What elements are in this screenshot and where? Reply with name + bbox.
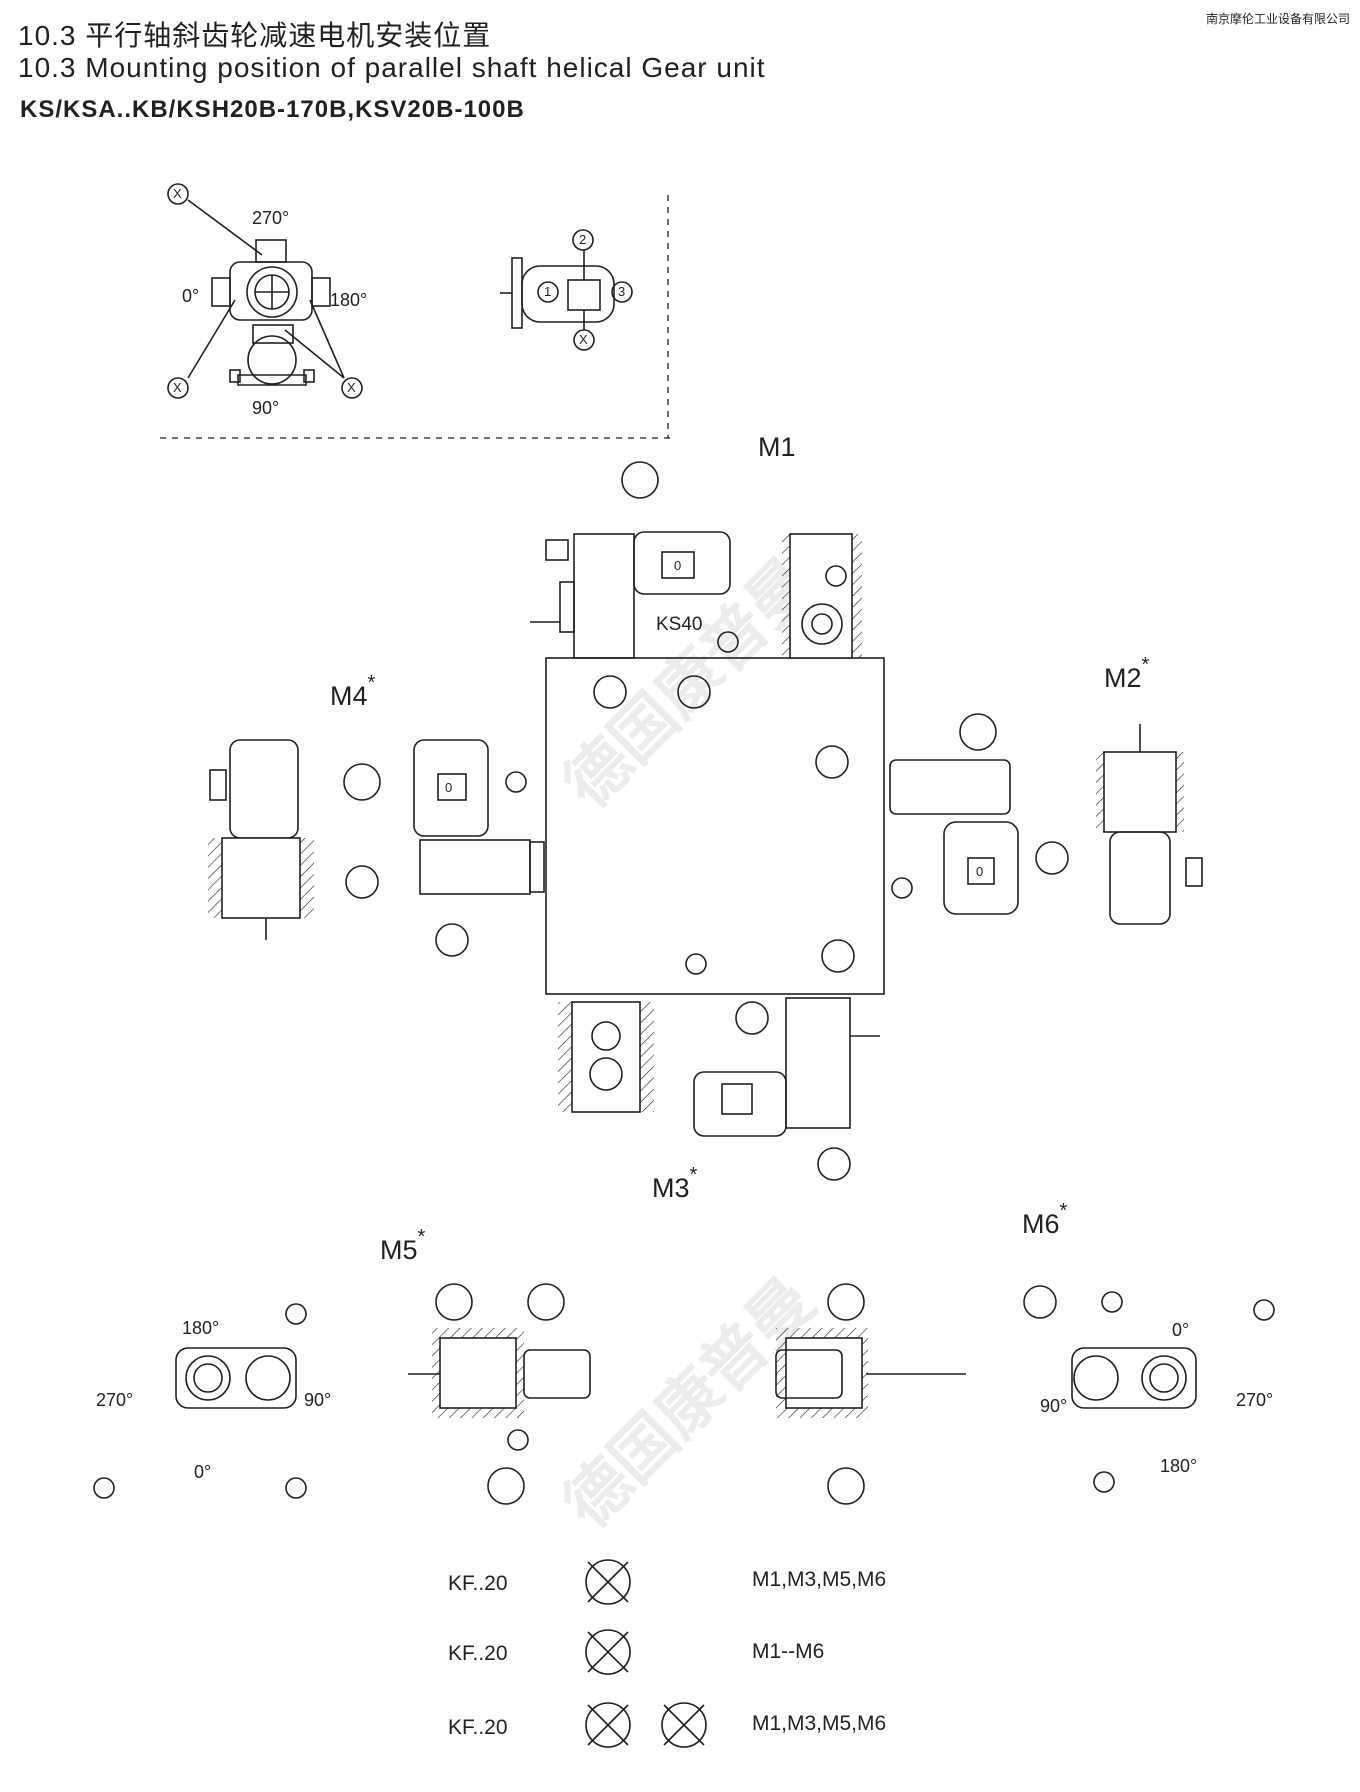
m3-gearmotor <box>558 939 880 1181</box>
legend-positions: M1--M6 <box>752 1640 825 1663</box>
position-m3-label: M3* <box>652 1164 698 1203</box>
terminal-side-view <box>500 229 633 351</box>
angle-270-label: 270° <box>252 208 290 228</box>
m6-angle-0: 0° <box>1172 1320 1190 1340</box>
legend-symbols <box>585 1559 707 1748</box>
position-m4-label: M4* <box>330 672 376 711</box>
title-english: 10.3 Mounting position of parallel shaft… <box>18 52 766 83</box>
m5-angle-0: 0° <box>194 1462 212 1482</box>
legend-model: KF..20 <box>448 1716 508 1739</box>
m6-angle-270: 270° <box>1236 1390 1274 1410</box>
position-m2-label: M2* <box>1104 654 1150 693</box>
terminal-marker-x: X <box>579 332 588 347</box>
angle-180-label: 180° <box>330 290 368 310</box>
m5-angle-90: 90° <box>304 1390 332 1410</box>
legend-positions: M1,M3,M5,M6 <box>752 1568 887 1591</box>
m6-angle-90: 90° <box>1040 1396 1068 1416</box>
model-line: KS/KSA..KB/KSH20B-170B,KSV20B-100B <box>20 96 525 123</box>
legend-positions: M1,M3,M5,M6 <box>752 1712 887 1735</box>
m5-views <box>93 1283 591 1505</box>
position-m1-label: M1 <box>758 432 796 462</box>
terminal-box-0: 0 <box>445 780 453 795</box>
marker-x-label: X <box>173 186 182 201</box>
company-name: 南京摩伦工业设备有限公司 <box>1205 12 1350 26</box>
terminal-pos-3: 3 <box>618 284 626 299</box>
marker-x-label: X <box>173 380 182 395</box>
position-m5-label: M5* <box>380 1226 426 1265</box>
position-m6-label: M6* <box>1022 1200 1068 1239</box>
angle-90-label: 90° <box>252 398 280 418</box>
ks40-label: KS40 <box>656 614 703 635</box>
m6-angle-180: 180° <box>1160 1456 1198 1476</box>
m4-gearmotor <box>208 739 545 957</box>
m6-views <box>775 1283 1275 1505</box>
terminal-pos-2: 2 <box>579 232 587 247</box>
front-view-motor <box>187 199 345 386</box>
dashed-frame <box>160 195 670 439</box>
m1-gearmotor <box>530 461 862 709</box>
terminal-box-0: 0 <box>674 558 682 573</box>
legend-model: KF..20 <box>448 1642 508 1665</box>
m5-angle-180: 180° <box>182 1318 220 1338</box>
terminal-box-0: 0 <box>976 864 984 879</box>
m5-angle-270: 270° <box>96 1390 134 1410</box>
legend-model: KF..20 <box>448 1572 508 1595</box>
central-frame <box>545 657 885 995</box>
m2-gearmotor <box>815 713 1203 925</box>
title-chinese: 10.3 平行轴斜齿轮减速电机安装位置 <box>18 20 492 51</box>
terminal-pos-1: 1 <box>544 284 552 299</box>
marker-x-label: X <box>347 380 356 395</box>
marker-x <box>167 183 363 399</box>
angle-0-label: 0° <box>182 286 200 306</box>
